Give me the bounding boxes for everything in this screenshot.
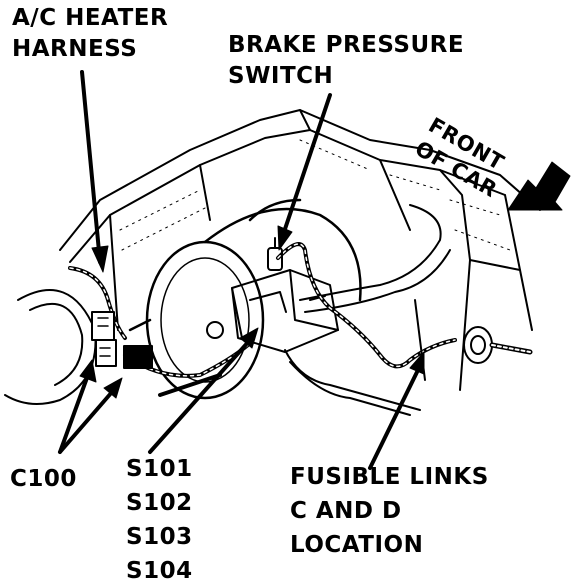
leader-arrows (58, 70, 425, 470)
splice-s103: S103 (126, 524, 193, 550)
ac-heater-harness-label: A/C HEATER HARNESS (12, 3, 168, 65)
c100-label: C100 (10, 466, 77, 492)
left-wheel-well (4, 289, 97, 405)
master-cylinder (206, 269, 339, 353)
fusible-links-leader (368, 368, 420, 470)
splice-arrowhead (239, 327, 259, 349)
fusible-links-line-1: FUSIBLE LINKS (290, 464, 489, 490)
brake-pressure-switch (267, 237, 283, 271)
c100-leader-2 (58, 390, 114, 454)
brake-pressure-switch-line-1: BRAKE PRESSURE (228, 32, 465, 58)
brake-pressure-switch-line-2: SWITCH (228, 63, 334, 89)
ac-harness-arrowhead (91, 245, 109, 273)
c100-connector (91, 311, 153, 369)
brake-booster (128, 198, 362, 400)
c100-leader-1 (58, 373, 90, 454)
fusible-links-line-3: LOCATION (290, 532, 424, 558)
fusible-links-line-2: C AND D (290, 498, 402, 524)
brake-switch-leader (282, 93, 332, 234)
fusible-links-label: FUSIBLE LINKS C AND D LOCATION (290, 460, 489, 562)
front-of-car-arrow (507, 161, 571, 211)
brake-pressure-switch-label: BRAKE PRESSURE SWITCH (228, 30, 464, 92)
splice-leader (148, 338, 252, 454)
fusible-links-arrowhead (409, 351, 425, 375)
c100-arrowhead-1 (79, 359, 97, 383)
ac-heater-harness-line-2: HARNESS (12, 36, 138, 62)
body-outline (59, 109, 541, 391)
ac-heater-harness-line-1: A/C HEATER (12, 5, 169, 31)
fusible-link-area (414, 299, 533, 381)
brake-lines (284, 204, 451, 416)
cowl-hatching (119, 139, 511, 251)
splice-s101: S101 (126, 456, 193, 482)
brake-switch-arrowhead (277, 225, 293, 251)
splice-label: S101 S102 S103 S104 (126, 452, 193, 588)
ac-harness-leader (80, 70, 102, 264)
splice-s104: S104 (126, 558, 193, 584)
splice-s102: S102 (126, 490, 193, 516)
c100-arrowhead-2 (103, 377, 123, 399)
